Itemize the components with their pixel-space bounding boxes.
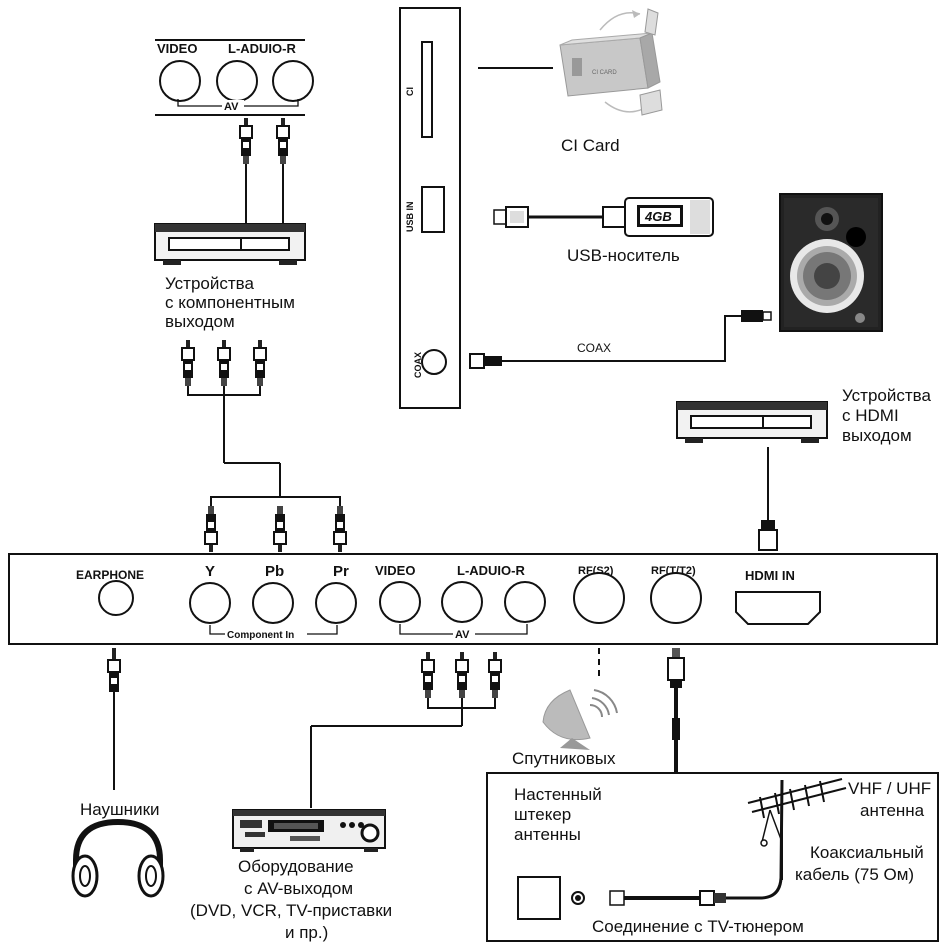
top-audio-r-jack — [272, 60, 314, 102]
top-laudio-label: L-ADUIO-R — [228, 41, 296, 56]
ci-card-icon: CI CARD — [559, 8, 663, 116]
av-equipment-label-4: и пр.) — [285, 923, 328, 942]
audio-r-jack — [504, 581, 546, 623]
usb-port-label: USB IN — [405, 201, 415, 232]
earphone-jack — [98, 580, 134, 616]
video-jack — [379, 581, 421, 623]
vhf-uhf-antenna-icon — [747, 778, 847, 880]
top-video-label: VIDEO — [157, 41, 197, 56]
rf-antenna-cable — [667, 648, 685, 775]
hdmi-in-port — [735, 591, 821, 625]
component-input-plugs — [204, 505, 347, 553]
top-av-panel: VIDEO L-ADUIO-R AV — [155, 39, 314, 116]
top-video-jack — [159, 60, 201, 102]
speaker-icon — [779, 193, 883, 332]
usb-capacity-label: 4GB — [644, 209, 672, 224]
coax-cable-label: COAX — [577, 341, 611, 355]
rf-s2-jack — [573, 572, 625, 624]
antenna-coax-cable — [609, 779, 784, 906]
component-in-label: Component In — [227, 630, 294, 641]
top-av-plugs — [239, 117, 290, 224]
wall-socket-icon — [517, 876, 561, 920]
y-jack — [189, 582, 231, 624]
av-equipment-label-1: Оборудование — [238, 857, 354, 876]
usb-storage-icon: 4GB — [493, 197, 714, 237]
component-device-label-3: выходом — [165, 312, 235, 331]
hdmi-device-icon — [676, 401, 828, 444]
pb-label: Pb — [265, 563, 284, 580]
wall-socket-connector-icon — [571, 891, 585, 905]
tuner-connection-label: Соединение с TV-тюнером — [592, 917, 804, 936]
ci-port-label: CI — [405, 87, 415, 96]
component-device-label-2: с компонентным — [165, 293, 295, 312]
ci-card-label: CI Card — [561, 136, 620, 155]
usb-storage-label: USB-носитель — [567, 246, 680, 265]
component-device-icon — [154, 223, 306, 266]
wall-socket-label-2: штекер — [514, 805, 571, 824]
wall-socket-label-3: антенны — [514, 825, 581, 844]
hdmi-device-label-1: Устройства — [842, 386, 931, 405]
antenna-panel — [486, 772, 939, 942]
pr-jack — [315, 582, 357, 624]
pr-label: Pr — [333, 563, 349, 580]
earphone-label: EARPHONE — [76, 568, 144, 582]
top-audio-l-jack — [216, 60, 258, 102]
headphones-icon — [71, 818, 165, 898]
audio-l-jack — [441, 581, 483, 623]
av-equipment-label-3: (DVD, VCR, TV-приставки — [190, 901, 392, 920]
av-output-plugs — [310, 651, 502, 808]
earphone-cable — [107, 648, 121, 790]
coax-port — [421, 349, 447, 375]
video-label: VIDEO — [375, 563, 415, 578]
av-label: AV — [455, 629, 470, 641]
antenna-label-1: VHF / UHF — [848, 779, 931, 798]
pb-jack — [252, 582, 294, 624]
headphones-label: Наушники — [80, 800, 160, 819]
av-equipment-label-2: с AV-выходом — [244, 879, 353, 898]
coax-cable-desc-2: кабель (75 Ом) — [795, 865, 914, 884]
ci-card-text: CI CARD — [592, 70, 617, 76]
satellite-label: Спутниковых — [512, 749, 616, 768]
hdmi-in-label: HDMI IN — [745, 568, 795, 583]
laudio-label: L-ADUIO-R — [457, 563, 525, 578]
side-panel: CI USB IN COAX — [399, 7, 461, 409]
satellite-dish-icon — [542, 689, 618, 750]
wall-socket-label-1: Настенный — [514, 785, 602, 804]
coax-cable — [469, 310, 772, 369]
hdmi-device-label-3: выходом — [842, 426, 912, 445]
component-device-label-1: Устройства — [165, 274, 254, 293]
av-equipment-icon — [232, 809, 386, 852]
usb-port — [421, 186, 445, 233]
coax-cable-desc-1: Коаксиальный — [810, 843, 924, 862]
main-panel: EARPHONE Y Pb Pr Component In VIDEO L-AD… — [8, 553, 938, 645]
ci-slot — [421, 41, 433, 138]
rf-t-jack — [650, 572, 702, 624]
coax-port-label: COAX — [413, 352, 423, 378]
top-av-label: AV — [224, 101, 239, 113]
component-output-plugs — [181, 339, 341, 507]
antenna-label-2: антенна — [860, 801, 925, 820]
hdmi-cable — [758, 447, 778, 551]
hdmi-device-label-2: с HDMI — [842, 406, 899, 425]
y-label: Y — [205, 563, 215, 580]
